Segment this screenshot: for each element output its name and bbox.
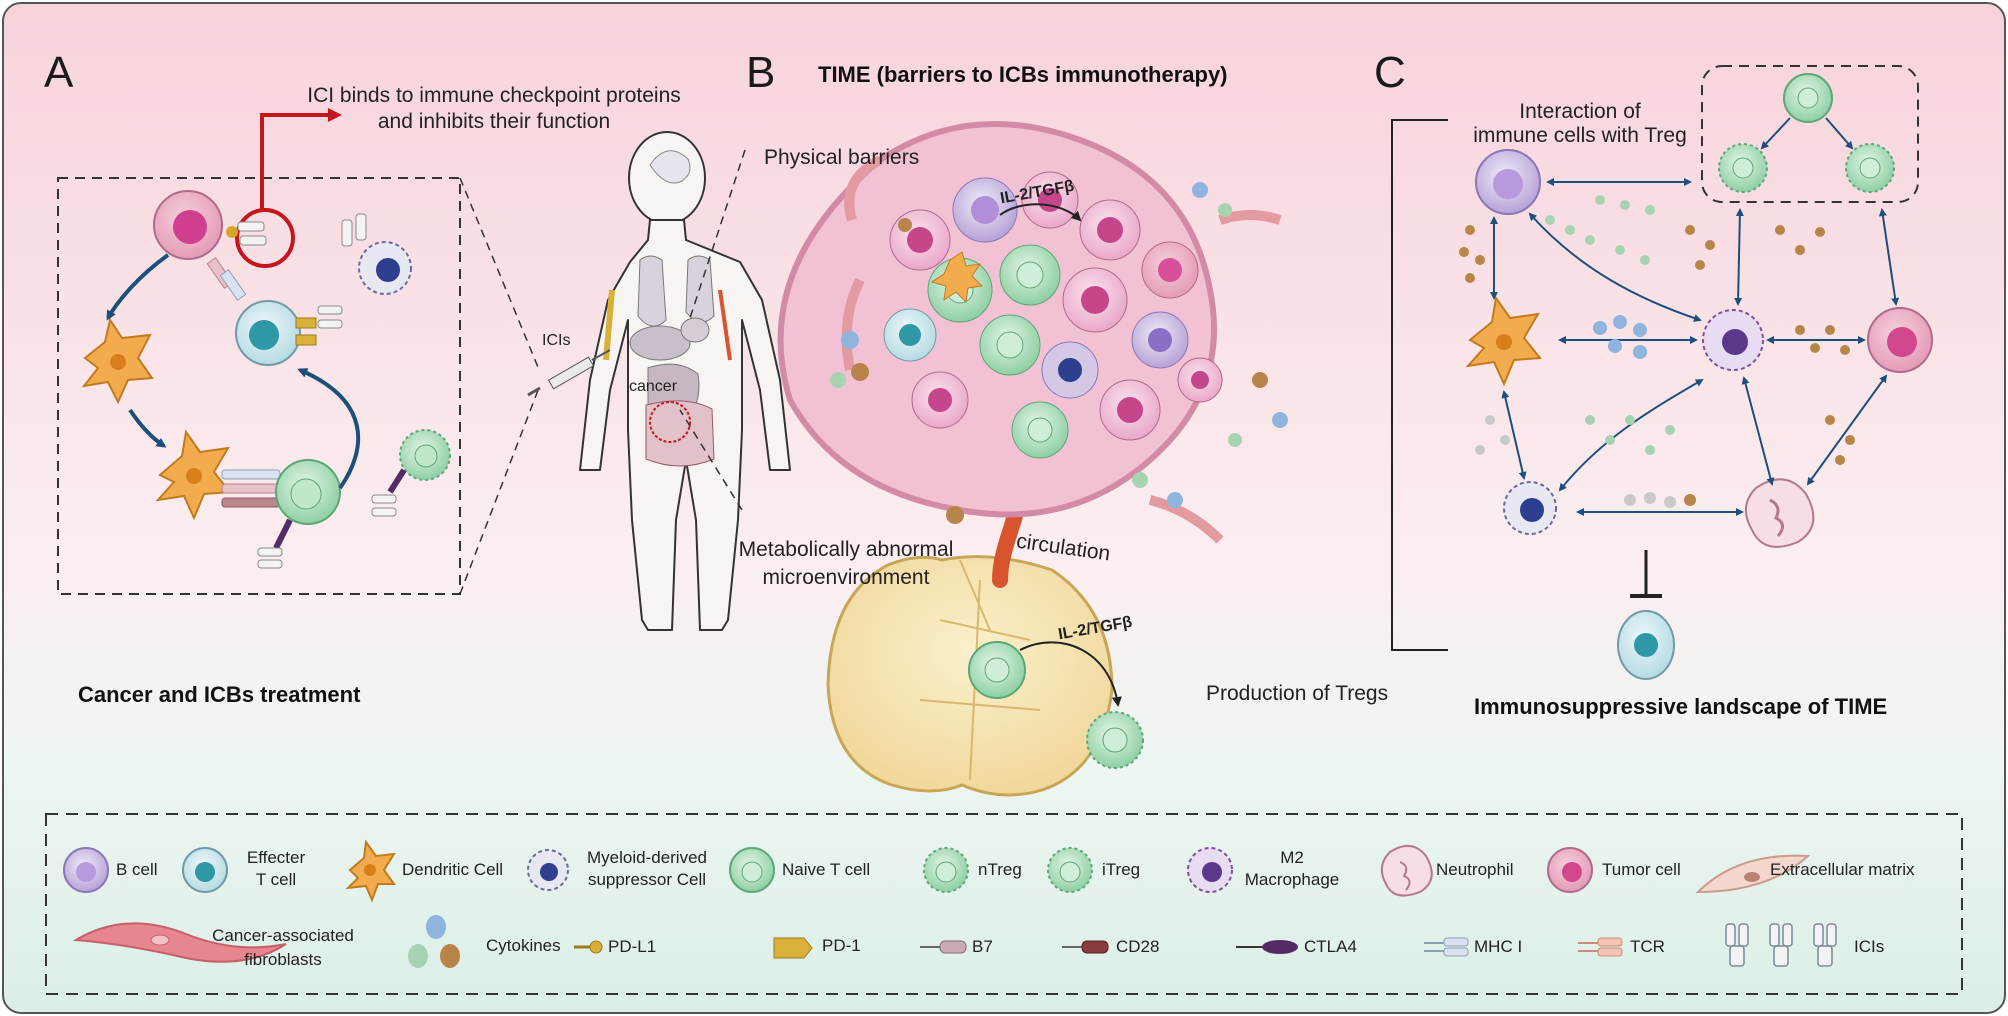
legend-caf-icon: [72, 922, 287, 963]
panel-a-inset-box: [57, 177, 461, 595]
legend-naive-icon: [729, 847, 775, 893]
icis-label: ICIs: [542, 332, 571, 349]
legend-icis-icon: [1725, 923, 1837, 967]
neutrophil-c: [1745, 478, 1815, 548]
panel-c-letter: C: [1374, 48, 1406, 97]
legend-neutrophil-label: Neutrophil: [1436, 860, 1514, 879]
legend-ctla4-icon: [1236, 940, 1298, 954]
panel-c-graphic: [1391, 65, 1933, 680]
legend-tumor-icon: [1547, 847, 1593, 893]
cancer-label: cancer: [629, 378, 678, 395]
legend-cd28-icon: [1062, 940, 1109, 954]
legend-ntreg-icon: [923, 847, 969, 893]
legend-mdsc-icon: [527, 849, 569, 891]
ici-syringe: [527, 349, 611, 397]
tumor-mass: [777, 121, 1282, 544]
panel-a-letter: A: [44, 48, 74, 97]
legend-dendritic-icon: [345, 839, 396, 903]
legend-effecter-line1: Effecter: [246, 848, 306, 867]
dendritic-cell-a2: [155, 429, 232, 521]
m2-macrophage-c: [1702, 309, 1764, 371]
b-cell-c: [1475, 149, 1541, 215]
panel-c-bracket: [1391, 119, 1448, 651]
legend-effector-icon: [182, 847, 228, 893]
panel-a-graphic: [57, 108, 541, 595]
legend-cd28-label: CD28: [1116, 937, 1160, 956]
legend-tcr-label: TCR: [1630, 937, 1665, 956]
cytokines-b: [830, 182, 1288, 524]
naive-t-cell-a: [257, 459, 341, 569]
ici-binding-circle: [235, 208, 295, 268]
legend-pdl1-label: PD-L1: [608, 937, 657, 956]
legend-tumor-label: Tumor cell: [1602, 860, 1681, 879]
legend-myeloid-line2: suppressor Cell: [587, 870, 707, 889]
legend-itreg-label: iTreg: [1102, 860, 1141, 879]
legend-caf-line1: Cancer-associated: [212, 926, 354, 945]
tumor-cell-c: [1867, 307, 1933, 373]
legend-m2-icon: [1187, 847, 1233, 893]
legend-b7-icon: [920, 940, 967, 954]
legend-b-cell-label: B cell: [116, 860, 158, 879]
legend-mhc-label: MHC I: [1474, 937, 1523, 956]
panel-b-letter: B: [746, 48, 776, 97]
legend-m2-line1: M2: [1280, 848, 1304, 867]
panel-a-callout-line2: and inhibits their function: [377, 110, 611, 133]
legend-pd1-label: PD-1: [822, 936, 861, 955]
legend-m2-line2: Macrophage: [1244, 870, 1340, 889]
legend-ecm-label: Extracellular matrix: [1770, 860, 1915, 879]
panel-c-caption: Immunosuppressive landscape of TIME: [1474, 694, 1888, 719]
legend-box: [45, 813, 1963, 995]
legend-dendritic-label: Dendritic Cell: [402, 860, 504, 879]
human-body: [527, 131, 791, 631]
panel-b-title: TIME (barriers to ICBs immunotherapy): [818, 62, 1228, 87]
tumor-cell-a: [153, 190, 267, 260]
legend-tcr-icon: [1578, 937, 1623, 957]
interaction-label-line1: Interaction of: [1519, 100, 1641, 123]
legend-b7-label: B7: [972, 937, 993, 956]
legend-pdl1-icon: [574, 940, 603, 954]
legend-ecm-icon: [1695, 854, 1811, 894]
legend-cytokines-icon: [408, 915, 460, 968]
legend-ntreg-label: nTreg: [978, 860, 1022, 879]
legend-b-cell-icon: [63, 847, 109, 893]
effector-t-cell-a: [235, 300, 343, 366]
legend-pd1-icon: [773, 937, 813, 959]
interaction-label-line2: immune cells with Treg: [1473, 124, 1687, 147]
metabolic-label-line2: microenvironment: [762, 566, 930, 589]
panel-a-callout-line1: ICI binds to immune checkpoint proteins: [307, 84, 681, 107]
production-of-tregs-label: Production of Tregs: [1206, 682, 1389, 705]
treg-a: [371, 429, 451, 517]
effector-t-cell-c: [1617, 610, 1675, 680]
legend-effecter-line2: T cell: [255, 870, 297, 889]
callout-arrow: [260, 108, 342, 210]
panel-b-graphic: [679, 121, 1288, 797]
mdsc-a: [341, 213, 412, 295]
panel-a-caption: Cancer and ICBs treatment: [78, 682, 361, 707]
mdsc-c: [1503, 481, 1557, 535]
legend-cytokines-label: Cytokines: [486, 936, 561, 955]
metabolic-label-line1: Metabolically abnormal: [738, 538, 954, 561]
legend-icis-label: ICIs: [1854, 937, 1885, 956]
legend-caf-line2: fibroblasts: [244, 950, 322, 969]
legend-itreg-icon: [1047, 847, 1093, 893]
lymph-node-cells: [968, 641, 1144, 769]
physical-barriers-label: Physical barriers: [764, 146, 920, 169]
legend-neutrophil-icon: [1380, 845, 1433, 897]
legend-graphic: [45, 813, 1963, 995]
legend-naive-label: Naive T cell: [782, 860, 871, 879]
legend-mhc-icon: [1424, 937, 1469, 957]
legend-ctla4-label: CTLA4: [1304, 937, 1357, 956]
treg-origin-box: [1701, 65, 1919, 203]
cytokines-c: [1459, 195, 1855, 508]
legend-myeloid-line1: Myeloid-derived: [587, 848, 707, 867]
